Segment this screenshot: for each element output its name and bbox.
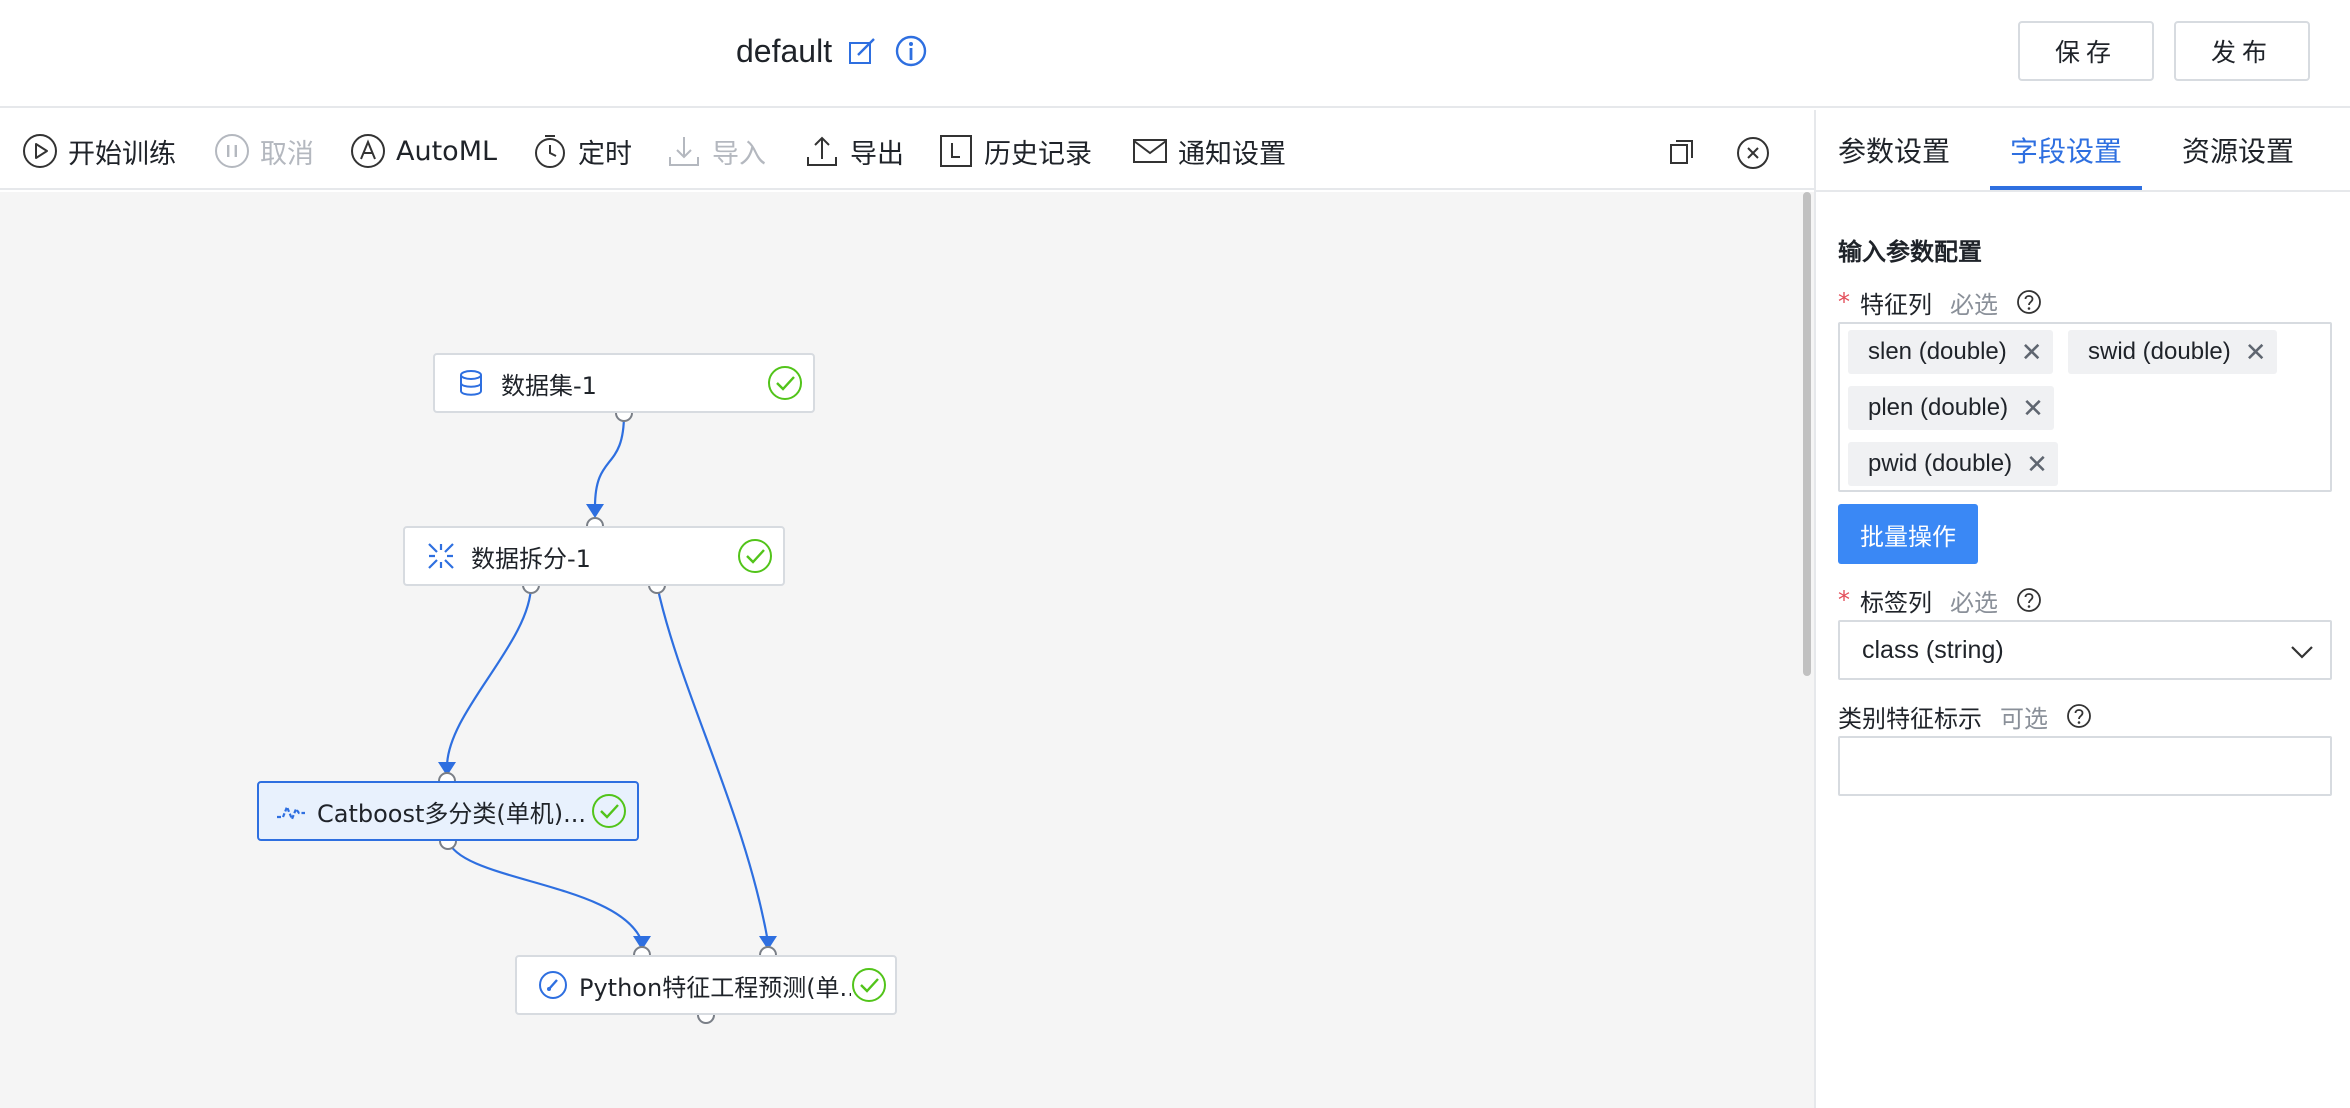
tab-field-settings[interactable]: 字段设置 — [2010, 135, 2123, 168]
start-training-button[interactable]: 开始训练 — [22, 130, 176, 172]
split-icon — [428, 543, 454, 569]
chevron-down-icon — [2291, 646, 2313, 659]
edge-arrows — [438, 504, 777, 950]
label-column-value: class (string) — [1862, 635, 2004, 664]
edge-catboost-python — [446, 839, 644, 943]
automl-label: AutoML — [396, 135, 498, 167]
tag-label: pwid (double) — [1868, 450, 2013, 477]
ports — [438, 404, 777, 1024]
schedule-button[interactable]: 定时 — [532, 130, 632, 172]
automl-button[interactable]: AutoML — [350, 130, 497, 172]
canvas-scrollbar[interactable] — [1800, 192, 1814, 1108]
label-column-select[interactable]: class (string) — [1838, 620, 2332, 680]
tag-remove-icon[interactable]: ✕ — [2244, 336, 2267, 367]
category-optional-text: 可选 — [2000, 704, 2048, 733]
export-button[interactable]: 导出 — [804, 130, 904, 172]
import-label: 导入 — [712, 138, 766, 170]
label-column-label: * 标签列 必选 — [1838, 584, 2042, 617]
edges-layer — [438, 404, 777, 1024]
info-icon[interactable] — [894, 34, 928, 68]
tag-label: slen (double) — [1868, 338, 2007, 365]
export-icon — [807, 136, 837, 166]
tab-parameter-settings[interactable]: 参数设置 — [1838, 135, 1951, 168]
pipeline-title: default — [736, 32, 833, 69]
play-icon — [23, 134, 57, 168]
tag-slen: slen (double) ✕ — [1848, 330, 2053, 374]
node-dataset-label: 数据集-1 — [501, 371, 597, 400]
header: default 保存 发布 — [0, 0, 2350, 108]
scrollbar-thumb[interactable] — [1803, 192, 1811, 676]
tab-divider — [1816, 190, 2350, 192]
tab-resource-settings[interactable]: 资源设置 — [2182, 135, 2295, 168]
category-feature-label: 类别特征标示 可选 — [1838, 700, 2092, 733]
cancel-button[interactable]: 取消 — [214, 130, 314, 172]
tag-remove-icon[interactable]: ✕ — [2020, 336, 2043, 367]
copy-icon[interactable] — [1668, 138, 1696, 166]
node-dataset[interactable]: 数据集-1 — [433, 353, 815, 413]
save-button[interactable]: 保存 — [2018, 21, 2154, 81]
feature-required-text: 必选 — [1950, 290, 1998, 319]
tag-label: plen (double) — [1868, 394, 2009, 421]
export-label: 导出 — [850, 138, 904, 170]
success-check-icon — [768, 366, 802, 400]
node-python-label: Python特征工程预测(单... — [579, 973, 851, 1002]
pause-icon — [215, 134, 249, 168]
automl-icon — [351, 134, 385, 168]
workflow-canvas[interactable]: 数据集-1 数据拆分-1 Catboost多分类(单机)... Python特征… — [0, 192, 1800, 1108]
timer-icon — [535, 135, 565, 168]
edit-icon[interactable] — [846, 34, 880, 68]
help-icon[interactable] — [2016, 289, 2042, 315]
node-split-label: 数据拆分-1 — [471, 544, 591, 573]
success-check-icon — [592, 794, 626, 828]
active-tab-indicator — [1990, 186, 2142, 190]
database-icon — [460, 370, 482, 396]
tag-plen: plen (double) ✕ — [1848, 386, 2054, 430]
algorithm-icon — [277, 804, 305, 822]
node-catboost[interactable]: Catboost多分类(单机)... — [257, 781, 639, 841]
start-training-label: 开始训练 — [68, 138, 176, 170]
schedule-label: 定时 — [578, 138, 632, 170]
notification-label: 通知设置 — [1178, 138, 1286, 170]
import-icon — [669, 137, 699, 166]
category-label-text: 类别特征标示 — [1838, 704, 1982, 733]
predict-icon — [539, 971, 567, 999]
required-asterisk: * — [1838, 288, 1850, 316]
feature-label-text: 特征列 — [1860, 290, 1932, 319]
settings-panel: 参数设置 字段设置 资源设置 输入参数配置 * 特征列 必选 slen (dou… — [1814, 110, 2350, 1108]
section-title: 输入参数配置 — [1838, 238, 1982, 266]
edge-dataset-split — [593, 413, 626, 508]
node-python-predict[interactable]: Python特征工程预测(单... — [515, 955, 897, 1015]
tag-pwid: pwid (double) ✕ — [1848, 442, 2058, 486]
cancel-label: 取消 — [260, 138, 314, 170]
tag-label: swid (double) — [2088, 338, 2231, 365]
history-icon — [940, 135, 972, 167]
toolbar: 开始训练 取消 AutoML 定时 导入 导出 历史记录 通知设置 — [0, 110, 1814, 190]
required-asterisk: * — [1838, 586, 1850, 614]
mail-icon — [1133, 139, 1167, 163]
label-label-text: 标签列 — [1860, 588, 1932, 617]
edge-split-python — [655, 584, 770, 943]
tag-remove-icon[interactable]: ✕ — [2026, 448, 2048, 479]
close-icon[interactable] — [1736, 136, 1770, 170]
history-button[interactable]: 历史记录 — [938, 130, 1092, 172]
notification-settings-button[interactable]: 通知设置 — [1132, 130, 1286, 172]
edge-split-catboost — [445, 584, 533, 768]
tag-remove-icon[interactable]: ✕ — [2022, 392, 2044, 423]
success-check-icon — [852, 968, 886, 1002]
help-icon[interactable] — [2066, 703, 2092, 729]
feature-columns-select[interactable]: slen (double) ✕ swid (double) ✕ plen (do… — [1838, 322, 2332, 492]
import-button[interactable]: 导入 — [666, 130, 766, 172]
node-catboost-label: Catboost多分类(单机)... — [317, 799, 587, 828]
history-label: 历史记录 — [984, 138, 1092, 170]
label-required-text: 必选 — [1950, 588, 1998, 617]
success-check-icon — [738, 539, 772, 573]
batch-operation-button[interactable]: 批量操作 — [1838, 504, 1978, 564]
tag-swid: swid (double) ✕ — [2068, 330, 2277, 374]
node-data-split[interactable]: 数据拆分-1 — [403, 526, 785, 586]
help-icon[interactable] — [2016, 587, 2042, 613]
feature-columns-label: * 特征列 必选 — [1838, 286, 2042, 319]
publish-button[interactable]: 发布 — [2174, 21, 2310, 81]
title-wrap: default — [736, 26, 928, 76]
category-feature-select[interactable] — [1838, 736, 2332, 796]
